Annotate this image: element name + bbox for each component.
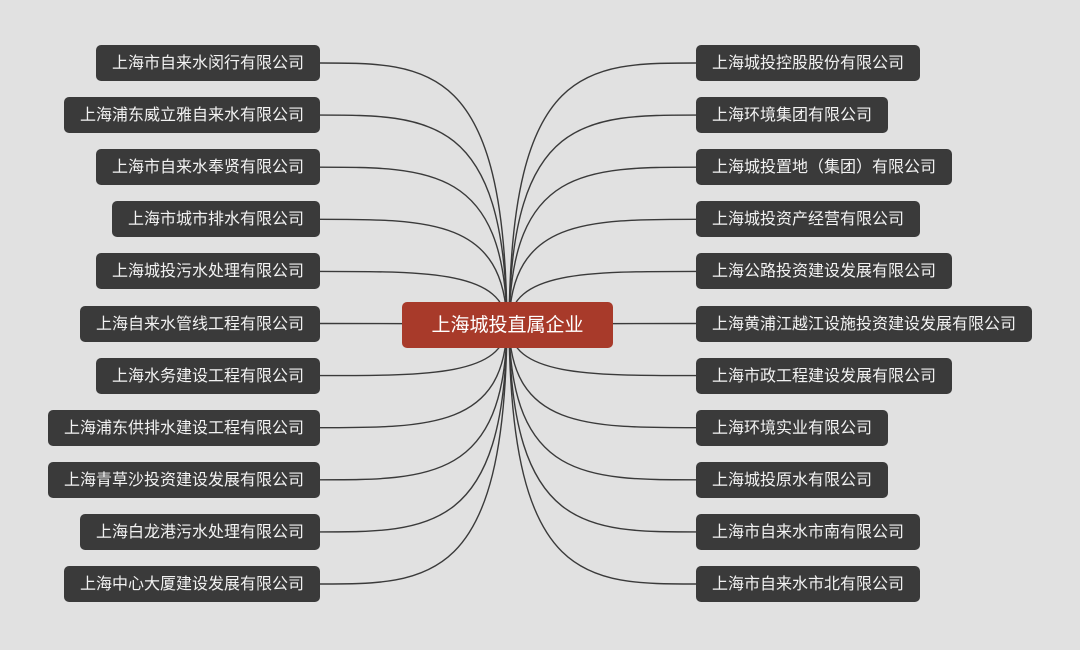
root-node[interactable]: 上海城投直属企业	[402, 302, 613, 348]
right-child-node[interactable]: 上海市自来水市南有限公司	[696, 513, 921, 550]
right-connector-line	[508, 166, 697, 326]
right-connector-line	[508, 324, 697, 481]
left-connector-line	[319, 114, 508, 326]
right-connector-line	[508, 218, 697, 326]
left-connector-line	[319, 62, 508, 326]
left-child-node[interactable]: 上海青草沙投资建设发展有限公司	[47, 461, 320, 498]
left-child-node[interactable]: 上海浦东威立雅自来水有限公司	[63, 97, 320, 134]
right-connector-line	[508, 114, 697, 326]
left-child-node[interactable]: 上海白龙港污水处理有限公司	[79, 513, 320, 550]
left-connector-line	[319, 218, 508, 326]
left-connector-line	[319, 166, 508, 326]
right-child-node[interactable]: 上海城投资产经营有限公司	[696, 201, 921, 238]
left-child-node[interactable]: 上海水务建设工程有限公司	[95, 357, 320, 394]
left-child-node[interactable]: 上海市自来水闵行有限公司	[95, 45, 320, 81]
right-child-node[interactable]: 上海城投原水有限公司	[696, 461, 889, 498]
left-child-node[interactable]: 上海中心大厦建设发展有限公司	[63, 566, 320, 602]
right-child-node[interactable]: 上海市政工程建设发展有限公司	[696, 357, 953, 394]
right-connector-line	[508, 62, 697, 326]
left-child-node[interactable]: 上海自来水管线工程有限公司	[79, 305, 320, 342]
left-child-node[interactable]: 上海浦东供排水建设工程有限公司	[47, 409, 320, 446]
right-connector-line	[508, 324, 697, 533]
right-child-node[interactable]: 上海环境集团有限公司	[696, 97, 889, 134]
left-child-node[interactable]: 上海城投污水处理有限公司	[95, 253, 320, 290]
left-child-node[interactable]: 上海市自来水奉贤有限公司	[95, 149, 320, 186]
right-child-node[interactable]: 上海城投置地（集团）有限公司	[696, 149, 953, 186]
right-child-node[interactable]: 上海城投控股股份有限公司	[696, 45, 921, 81]
left-child-node[interactable]: 上海市城市排水有限公司	[111, 201, 320, 238]
right-child-node[interactable]: 上海黄浦江越江设施投资建设发展有限公司	[696, 305, 1033, 342]
right-child-node[interactable]: 上海环境实业有限公司	[696, 409, 889, 446]
left-connector-line	[319, 324, 508, 429]
left-connector-line	[319, 324, 508, 533]
right-connector-line	[508, 324, 697, 429]
left-connector-line	[319, 324, 508, 481]
left-connector-line	[319, 324, 508, 585]
right-child-node[interactable]: 上海公路投资建设发展有限公司	[696, 253, 953, 290]
right-connector-line	[508, 324, 697, 585]
right-child-node[interactable]: 上海市自来水市北有限公司	[696, 566, 921, 602]
